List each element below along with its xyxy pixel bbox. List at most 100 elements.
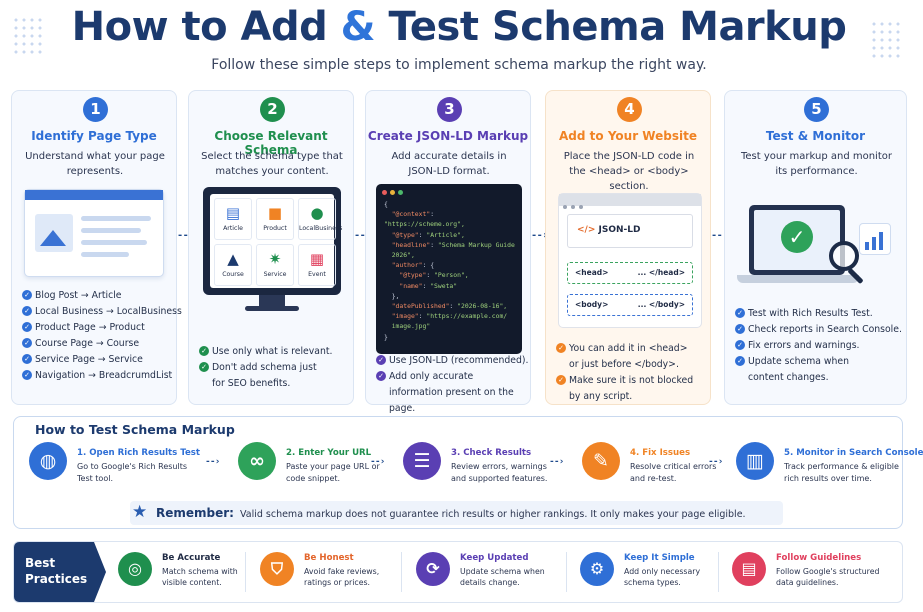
step-card-1: 1 Identify Page Type Understand what you… bbox=[11, 90, 182, 405]
wrench-icon: ✎ bbox=[582, 442, 620, 480]
step-card-4: 4 Add to Your Website Place the JSON-LD … bbox=[545, 90, 711, 405]
remember-text: Valid schema markup does not guarantee r… bbox=[239, 509, 746, 520]
chart-icon bbox=[859, 223, 891, 255]
schema-tile-localbusiness: ●LocalBusiness bbox=[298, 198, 342, 240]
refresh-icon: ⟳ bbox=[416, 552, 450, 586]
list-item: Don't add schema just for SEO benefits. bbox=[199, 360, 327, 392]
dashed-arrow-icon: - - › bbox=[206, 457, 219, 467]
website-window-icon: </> JSON-LD <head>... </head> <body>... … bbox=[558, 193, 702, 328]
best-practice-desc: Add only necessary schema types. bbox=[624, 567, 701, 587]
test-step-title: 5. Monitor in Search Console bbox=[784, 448, 923, 458]
dashed-arrow-icon: - - › bbox=[709, 457, 722, 467]
dashed-arrow-icon: - - › bbox=[532, 230, 547, 241]
best-practice-title: Be Honest bbox=[304, 553, 354, 563]
step-number-badge: 3 bbox=[437, 97, 462, 122]
page-title: How to Add & Test Schema Markup bbox=[71, 4, 847, 50]
list-item: Course Page → Course bbox=[22, 336, 172, 352]
steps-row: 1 Identify Page Type Understand what you… bbox=[11, 90, 907, 414]
list-item: Service Page → Service bbox=[22, 352, 172, 368]
step-card-5: 5 Test & Monitor Test your markup and mo… bbox=[724, 90, 907, 405]
step-title: Choose Relevant Schema bbox=[214, 129, 328, 157]
best-practice-desc: Follow Google's structured data guidelin… bbox=[776, 567, 880, 587]
body-slot: <body>... </body> bbox=[567, 294, 693, 316]
best-practice-title: Follow Guidelines bbox=[776, 553, 862, 563]
list-item: Check reports in Search Console. bbox=[735, 322, 902, 338]
remember-note: ★ Remember:Valid schema markup does not … bbox=[130, 501, 783, 525]
globe-icon: ◍ bbox=[29, 442, 67, 480]
schema-types-monitor-icon: ▤Article ■Product ●LocalBusiness ▲Course… bbox=[203, 187, 342, 295]
head-slot: <head>... </head> bbox=[567, 262, 693, 284]
monitor-chart-icon: ▥ bbox=[736, 442, 774, 480]
dashed-arrow-icon: - - › bbox=[178, 230, 193, 241]
list-item: Local Business → LocalBusiness bbox=[22, 304, 182, 320]
step-list: Use only what is relevant. Don't add sch… bbox=[199, 344, 349, 392]
test-step-desc: Review errors, warnings and supported fe… bbox=[451, 462, 548, 483]
best-practice-desc: Update schema when details change. bbox=[460, 567, 545, 587]
dashed-arrow-icon: - - › bbox=[355, 230, 370, 241]
test-step-title: 3. Check Results bbox=[451, 448, 532, 458]
schema-tile-product: ■Product bbox=[256, 198, 294, 240]
best-practice-3: ⟳ Keep Updated Update schema when detail… bbox=[416, 551, 566, 595]
test-step-1: ◍ 1. Open Rich Results Test Go to Google… bbox=[29, 442, 200, 492]
step-title: Test & Monitor bbox=[765, 129, 866, 143]
dashed-arrow-icon: - - › bbox=[371, 457, 384, 467]
step-list: You can add it in <head> or just before … bbox=[556, 341, 706, 405]
dashed-arrow-icon: - - › bbox=[712, 230, 727, 241]
test-step-title: 1. Open Rich Results Test bbox=[77, 448, 201, 458]
step-number-badge: 2 bbox=[260, 97, 285, 122]
best-practice-1: ◎ Be Accurate Match schema with visible … bbox=[118, 551, 268, 595]
step-description: Select the schema type that matches your… bbox=[201, 151, 343, 177]
best-practice-desc: Match schema with visible content. bbox=[162, 567, 238, 587]
page-subtitle: Follow these simple steps to implement s… bbox=[211, 57, 707, 73]
magnifier-icon bbox=[829, 241, 859, 271]
best-practice-4: ⚙ Keep It Simple Add only necessary sche… bbox=[580, 551, 730, 595]
step-list: Use JSON-LD (recommended). Add only accu… bbox=[376, 353, 528, 417]
list-item: You can add it in <head> or just before … bbox=[556, 341, 696, 373]
link-icon: ∞ bbox=[238, 442, 276, 480]
best-practice-desc: Avoid fake reviews, ratings or prices. bbox=[304, 567, 380, 587]
test-section-title: How to Test Schema Markup bbox=[35, 422, 235, 437]
best-practice-title: Keep Updated bbox=[460, 553, 529, 563]
step-description: Test your markup and monitor its perform… bbox=[741, 151, 892, 177]
dashed-arrow-icon: - - › bbox=[550, 457, 563, 467]
step-list: Blog Post → Article Local Business → Loc… bbox=[22, 288, 182, 384]
test-step-title: 2. Enter Your URL bbox=[286, 448, 372, 458]
test-step-2: ∞ 2. Enter Your URL Paste your page URL … bbox=[238, 442, 398, 492]
list-item: Fix errors and warnings. bbox=[735, 338, 885, 354]
step-number-badge: 4 bbox=[617, 97, 642, 122]
checklist-icon: ☰ bbox=[403, 442, 441, 480]
test-step-5: ▥ 5. Monitor in Search Console Track per… bbox=[736, 442, 923, 492]
step-title: Add to Your Website bbox=[559, 129, 697, 143]
json-ld-block: </> JSON-LD bbox=[567, 214, 693, 248]
schema-tile-article: ▤Article bbox=[214, 198, 252, 240]
list-item: Make sure it is not blocked by any scrip… bbox=[556, 373, 696, 405]
list-item: Add only accurate information present on… bbox=[376, 369, 516, 417]
step-list: Test with Rich Results Test. Check repor… bbox=[735, 306, 902, 386]
browser-page-icon bbox=[24, 189, 164, 277]
gear-icon: ⚙ bbox=[580, 552, 614, 586]
book-icon: ▤ bbox=[732, 552, 766, 586]
remember-label: Remember: bbox=[156, 506, 234, 520]
best-practice-title: Be Accurate bbox=[162, 553, 221, 563]
step-description: Add accurate details in JSON-LD format. bbox=[391, 151, 507, 177]
test-step-4: ✎ 4. Fix Issues Resolve critical errors … bbox=[582, 442, 742, 492]
step-card-2: 2 Choose Relevant Schema Select the sche… bbox=[188, 90, 354, 405]
list-item: Test with Rich Results Test. bbox=[735, 306, 885, 322]
step-title: Create JSON-LD Markup bbox=[367, 129, 529, 143]
step-description: Place the JSON-LD code in the <head> or … bbox=[563, 151, 695, 192]
laptop-check-icon bbox=[749, 205, 845, 275]
list-item: Blog Post → Article bbox=[22, 288, 172, 304]
decorative-dots bbox=[870, 20, 904, 60]
step-card-3: 3 Create JSON-LD Markup Add accurate det… bbox=[365, 90, 531, 414]
test-step-desc: Paste your page URL or code snippet. bbox=[286, 462, 380, 483]
test-step-desc: Go to Google's Rich Results Test tool. bbox=[77, 462, 188, 483]
step-number-badge: 5 bbox=[804, 97, 829, 122]
schema-tile-course: ▲Course bbox=[214, 244, 252, 286]
check-icon: ✓ bbox=[781, 221, 813, 253]
target-icon: ◎ bbox=[118, 552, 152, 586]
list-item: Navigation → BreadcrumdList bbox=[22, 368, 172, 384]
list-item: Use JSON-LD (recommended). bbox=[376, 353, 528, 369]
step-description: Understand what your page represents. bbox=[25, 151, 165, 177]
test-section: How to Test Schema Markup ◍ 1. Open Rich… bbox=[13, 416, 923, 529]
